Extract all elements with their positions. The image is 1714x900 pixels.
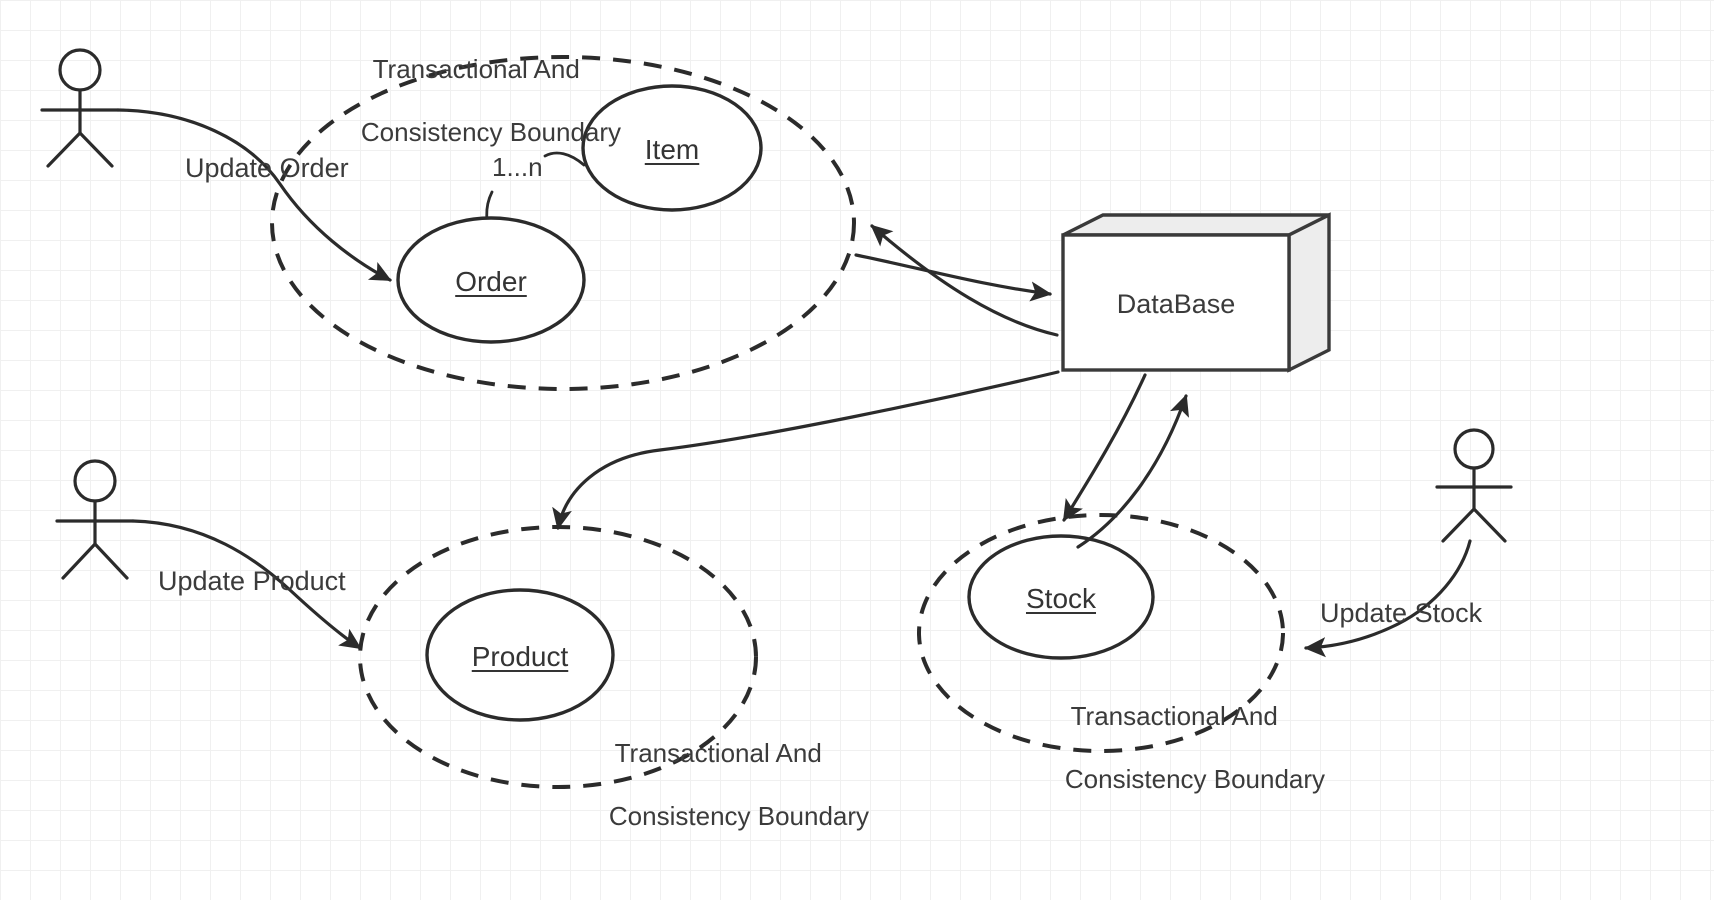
relation-update-stock-label: Update Stock [1320,598,1483,628]
boundary-stock-label-line2: Consistency Boundary [1064,764,1326,795]
boundary-order-ellipse [270,55,856,391]
entity-order-ellipse[interactable] [396,216,586,344]
actor-legs-icon [61,542,129,580]
relation-database-to-order[interactable] [870,224,1059,337]
entity-stock-label: Stock [1025,583,1097,614]
actor-update-stock[interactable] [1435,428,1513,543]
actor-head-icon [58,48,102,92]
entity-stock-ellipse[interactable] [967,534,1155,660]
relation-update-stock[interactable] [1303,539,1472,658]
entity-item-ellipse[interactable] [581,84,763,212]
node-database-label: DataBase [1116,289,1236,319]
actor-head-icon [1453,428,1495,470]
relation-update-order[interactable] [116,108,392,282]
boundary-stock-ellipse [917,513,1285,753]
actor-update-product[interactable] [55,459,135,580]
relation-update-product-label: Update Product [158,566,346,596]
boundary-order-label-line1: Transactional And [372,53,580,84]
relation-update-product[interactable] [131,519,362,650]
node-database-front-face [1061,233,1291,372]
actor-update-order[interactable] [40,48,120,168]
boundary-product-label-line2: Consistency Boundary [608,801,870,832]
node-database[interactable] [1061,212,1331,373]
entity-product-ellipse[interactable] [425,588,615,722]
relation-database-to-product[interactable] [552,370,1060,531]
relation-item-order-multiplicity [543,151,586,167]
entity-product-label: Product [471,641,569,672]
entity-order-label: Order [455,266,527,297]
actor-legs-icon [46,131,114,168]
boundary-order-label: Transactional And Consistency Boundary [332,22,621,181]
relation-stock-to-database[interactable] [1076,394,1190,549]
entity-item-label: Item [644,134,700,165]
actor-head-icon [73,459,117,503]
boundary-product-label: Transactional And Consistency Boundary [580,706,869,865]
boundary-order-label-line2: Consistency Boundary [360,117,622,148]
actor-legs-icon [1441,507,1507,543]
relation-database-to-stock[interactable] [1062,373,1147,522]
relation-order-to-database[interactable] [854,253,1053,302]
node-database-side-face [1287,212,1331,373]
boundary-stock-label-line1: Transactional And [1070,700,1278,731]
node-database-top-face [1062,213,1330,237]
boundary-stock-label: Transactional And Consistency Boundary [1036,669,1325,828]
relation-update-order-label: Update Order [185,153,349,183]
relation-item-order-multiplicity-label: 1...n [492,152,543,182]
boundary-product-label-line1: Transactional And [614,737,822,768]
